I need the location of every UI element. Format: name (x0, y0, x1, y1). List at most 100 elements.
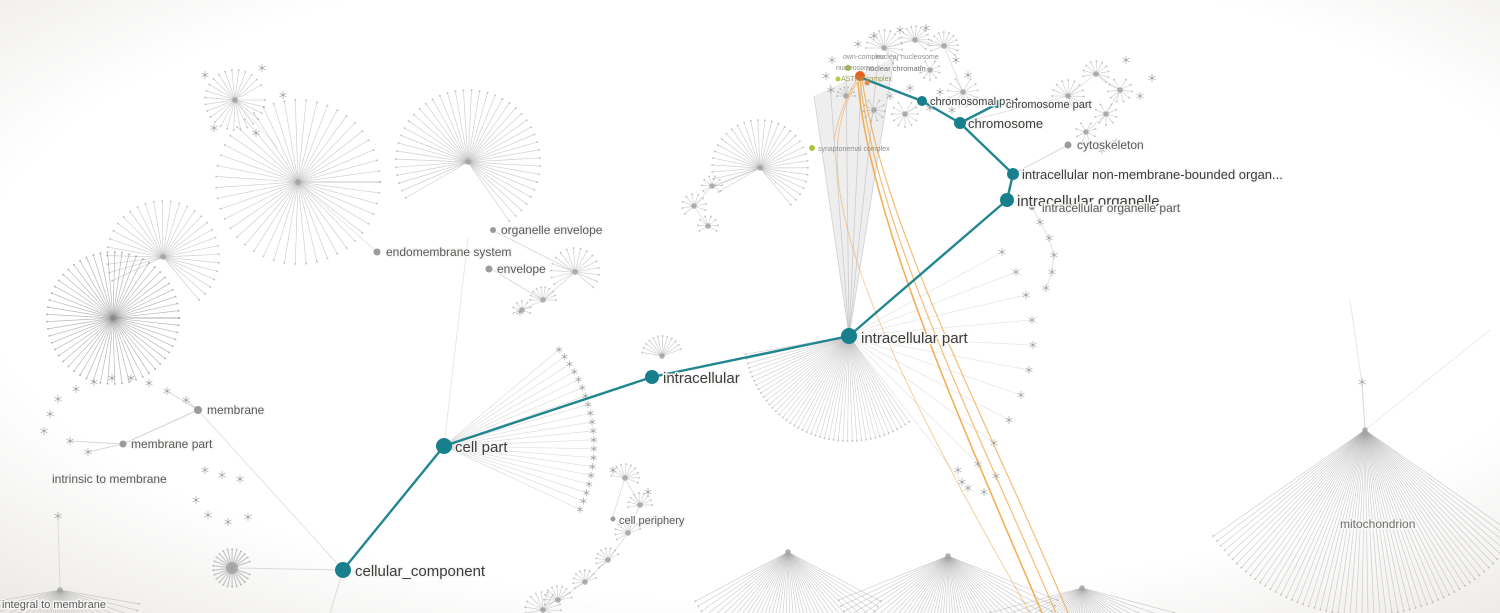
go-term-cluster[interactable] (106, 200, 220, 301)
related-node-green[interactable] (809, 145, 815, 151)
leaf-term-asterisk[interactable] (644, 488, 652, 496)
go-node-cellular-component[interactable] (335, 562, 351, 578)
leaf-term-asterisk[interactable] (127, 374, 135, 382)
go-node-chromosome-part[interactable] (993, 100, 1001, 108)
leaf-term-asterisk[interactable] (578, 384, 586, 392)
leaf-term-asterisk[interactable] (958, 478, 966, 486)
leaf-term-asterisk[interactable] (583, 489, 590, 497)
leaf-term-asterisk[interactable] (1098, 146, 1106, 154)
leaf-term-asterisk[interactable] (992, 472, 1000, 480)
term-dot[interactable] (485, 265, 493, 273)
leaf-term-asterisk[interactable] (182, 396, 190, 404)
term-label[interactable]: intracellular organelle part (1041, 200, 1183, 217)
leaf-term-asterisk[interactable] (822, 72, 830, 80)
leaf-term-asterisk[interactable] (279, 91, 287, 99)
leaf-term-asterisk[interactable] (54, 395, 62, 403)
node-label[interactable]: cell part (454, 438, 510, 458)
leaf-term-asterisk[interactable] (980, 488, 988, 496)
term-dot[interactable] (1064, 141, 1072, 149)
leaf-term-asterisk[interactable] (192, 496, 200, 504)
leaf-term-asterisk[interactable] (589, 463, 596, 471)
leaf-term-asterisk[interactable] (218, 471, 226, 479)
go-term-cluster[interactable] (891, 101, 919, 128)
leaf-term-asterisk[interactable] (998, 248, 1006, 256)
term-label[interactable]: cell periphery (618, 514, 687, 529)
term-dot[interactable] (610, 516, 616, 522)
leaf-term-asterisk[interactable] (236, 475, 244, 483)
term-dot[interactable] (490, 227, 496, 233)
leaf-term-asterisk[interactable] (1012, 268, 1020, 276)
leaf-term-asterisk[interactable] (1005, 416, 1013, 424)
leaf-term-asterisk[interactable] (570, 368, 578, 376)
leaf-term-asterisk[interactable] (252, 129, 260, 137)
go-term-cluster[interactable] (1082, 60, 1110, 84)
leaf-term-asterisk[interactable] (870, 32, 878, 40)
leaf-term-asterisk[interactable] (587, 471, 595, 479)
leaf-term-asterisk[interactable] (906, 84, 914, 92)
term-label[interactable]: organelle envelope (500, 222, 605, 239)
node-label[interactable]: intracellular non-membrane-bounded organ… (1021, 166, 1285, 184)
leaf-term-asterisk[interactable] (1042, 284, 1050, 292)
term-label[interactable]: mitochondrion (1339, 516, 1417, 533)
leaf-term-asterisk[interactable] (990, 439, 998, 447)
go-term-cluster[interactable] (947, 78, 979, 108)
go-node-chromosome[interactable] (954, 117, 966, 129)
leaf-term-asterisk[interactable] (609, 466, 617, 474)
go-term-cluster[interactable] (744, 333, 911, 442)
leaf-term-asterisk[interactable] (46, 410, 54, 418)
term-label[interactable]: cytoskeleton (1076, 137, 1146, 154)
term-dot[interactable] (119, 440, 127, 448)
leaf-term-asterisk[interactable] (561, 353, 568, 361)
leaf-term-asterisk[interactable] (1036, 218, 1044, 226)
leaf-term-asterisk[interactable] (163, 387, 171, 395)
go-term-cluster[interactable] (836, 86, 856, 99)
leaf-term-asterisk[interactable] (590, 445, 598, 453)
go-term-cluster[interactable] (614, 519, 642, 541)
go-term-cluster[interactable] (694, 549, 882, 613)
leaf-term-asterisk[interactable] (1112, 138, 1120, 146)
go-term-cluster[interactable] (395, 89, 541, 222)
leaf-term-asterisk[interactable] (1045, 234, 1053, 242)
leaf-term-asterisk[interactable] (948, 106, 956, 114)
leaf-term-asterisk[interactable] (954, 466, 962, 474)
leaf-term-asterisk[interactable] (1050, 251, 1058, 259)
term-label[interactable]: membrane (206, 402, 267, 419)
leaf-term-asterisk[interactable] (926, 104, 934, 112)
term-label[interactable]: membrane part (130, 436, 215, 453)
go-term-cluster[interactable] (900, 25, 930, 50)
go-term-cluster[interactable] (641, 335, 682, 359)
leaf-term-asterisk[interactable] (201, 71, 209, 79)
leaf-term-asterisk[interactable] (964, 71, 972, 79)
leaf-term-asterisk[interactable] (84, 448, 92, 456)
go-term-cluster[interactable] (204, 69, 266, 131)
leaf-term-asterisk[interactable] (201, 466, 209, 474)
go-node-intracellular[interactable] (645, 370, 659, 384)
term-dot[interactable] (373, 248, 381, 256)
go-term-cluster[interactable] (1107, 78, 1133, 103)
leaf-term-asterisk[interactable] (584, 401, 592, 409)
leaf-term-asterisk[interactable] (922, 24, 930, 32)
leaf-term-asterisk[interactable] (575, 376, 582, 384)
leaf-term-asterisk[interactable] (974, 460, 982, 468)
go-term-cluster[interactable] (919, 60, 941, 81)
node-label[interactable]: intracellular organelle (1016, 192, 1162, 212)
leaf-term-asterisk[interactable] (580, 497, 587, 505)
leaf-term-asterisk[interactable] (1025, 366, 1033, 374)
go-term-cluster[interactable] (524, 591, 562, 613)
go-term-cluster[interactable] (212, 548, 251, 588)
go-term-cluster[interactable] (550, 247, 600, 289)
term-dot[interactable] (194, 406, 202, 414)
go-term-cluster[interactable] (595, 547, 620, 569)
leaf-term-asterisk[interactable] (1029, 341, 1037, 349)
go-term-cluster[interactable] (572, 569, 598, 589)
leaf-term-asterisk[interactable] (1136, 92, 1144, 100)
go-node-intracellular-non-membrane-bounded-organelle[interactable] (1007, 168, 1019, 180)
leaf-term-asterisk[interactable] (1358, 378, 1366, 386)
related-node-green[interactable] (845, 65, 851, 71)
leaf-term-asterisk[interactable] (1017, 391, 1025, 399)
go-term-cluster[interactable] (697, 215, 719, 232)
leaf-term-asterisk[interactable] (555, 346, 563, 354)
node-label[interactable]: chromosome (967, 115, 1045, 133)
